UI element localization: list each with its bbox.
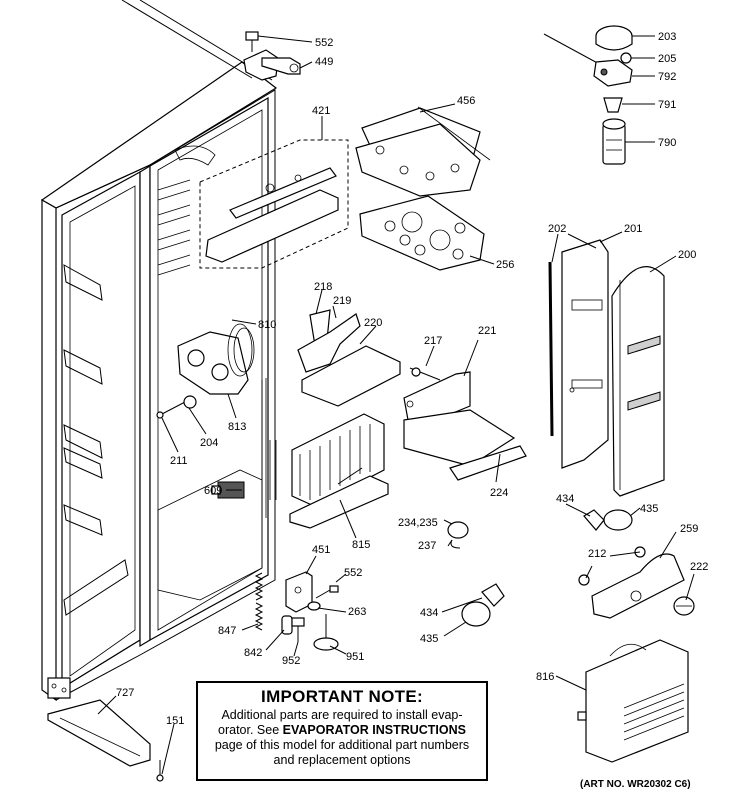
label-202: 202 bbox=[548, 223, 566, 235]
label-456: 456 bbox=[457, 95, 475, 107]
label-451: 451 bbox=[312, 544, 330, 556]
note-line-2-bold: EVAPORATOR INSTRUCTIONS bbox=[282, 723, 466, 737]
label-790: 790 bbox=[658, 137, 676, 149]
ice-bucket-part bbox=[403, 371, 527, 481]
label-816: 816 bbox=[536, 671, 554, 683]
evaporator-cover-part bbox=[577, 639, 689, 763]
refrigerator-cabinet bbox=[40, 0, 279, 702]
label-256: 256 bbox=[496, 259, 514, 271]
label-609: 609 bbox=[204, 485, 222, 497]
label-842: 842 bbox=[244, 647, 262, 659]
hinge-bracket-part bbox=[261, 57, 301, 75]
label-727: 727 bbox=[116, 687, 134, 699]
upper-light-socket bbox=[583, 509, 605, 531]
label-151: 151 bbox=[166, 715, 184, 727]
back-wall-ribs bbox=[157, 145, 216, 276]
lower-light-bulb bbox=[461, 601, 491, 627]
label-220: 220 bbox=[364, 317, 382, 329]
label-219: 219 bbox=[333, 295, 351, 307]
light-socket-clip bbox=[447, 521, 469, 549]
label-204: 204 bbox=[200, 437, 218, 449]
label-201: 201 bbox=[624, 223, 642, 235]
light-switch-assembly bbox=[199, 139, 349, 269]
note-line-1: Additional parts are required to install… bbox=[221, 708, 463, 722]
evaporator-part bbox=[269, 413, 389, 529]
label-435-upper: 435 bbox=[640, 503, 658, 515]
note-title: IMPORTANT NOTE: bbox=[261, 687, 423, 706]
label-552-lower: 552 bbox=[344, 567, 362, 579]
label-217: 217 bbox=[424, 335, 442, 347]
roller-part bbox=[307, 601, 321, 611]
label-813: 813 bbox=[228, 421, 246, 433]
grommet-part bbox=[183, 395, 197, 409]
label-259: 259 bbox=[680, 523, 698, 535]
upper-light-bulb bbox=[603, 509, 633, 531]
label-815: 815 bbox=[352, 539, 370, 551]
control-knob-assembly bbox=[543, 25, 633, 165]
lower-light-socket bbox=[481, 583, 505, 607]
important-note-box: IMPORTANT NOTE: Additional parts are req… bbox=[196, 681, 488, 781]
hinge-screw-part bbox=[245, 31, 259, 52]
leader-lines bbox=[97, 35, 695, 775]
label-218: 218 bbox=[314, 281, 332, 293]
label-434-lower: 434 bbox=[420, 607, 438, 619]
roller-screw-part bbox=[291, 617, 305, 642]
kick-plate-screw bbox=[156, 760, 164, 782]
leveling-leg-part bbox=[313, 614, 339, 651]
label-234-235: 234,235 bbox=[398, 517, 438, 529]
label-552: 552 bbox=[315, 37, 333, 49]
art-number: (ART NO. WR20302 C6) bbox=[580, 779, 691, 790]
light-cover-assembly bbox=[355, 106, 491, 197]
label-211: 211 bbox=[170, 455, 188, 467]
label-792: 792 bbox=[658, 71, 676, 83]
spring-part bbox=[254, 572, 264, 631]
label-221: 221 bbox=[478, 325, 496, 337]
label-237: 237 bbox=[418, 540, 436, 552]
note-line-2a: orator. See bbox=[218, 723, 283, 737]
shelf-ledges bbox=[63, 264, 129, 616]
label-212: 212 bbox=[588, 548, 606, 560]
light-housing-part bbox=[591, 553, 685, 619]
light-lens-part bbox=[673, 596, 695, 616]
shelf-grill-part bbox=[359, 195, 485, 271]
dispenser-cover-part bbox=[561, 239, 609, 469]
note-line-4: and replacement options bbox=[273, 753, 411, 767]
label-951: 951 bbox=[346, 651, 364, 663]
label-224: 224 bbox=[490, 487, 508, 499]
ice-bucket-bracket bbox=[297, 309, 401, 407]
label-263: 263 bbox=[348, 606, 366, 618]
label-847: 847 bbox=[218, 625, 236, 637]
label-434-upper: 434 bbox=[556, 493, 574, 505]
label-200: 200 bbox=[678, 249, 696, 261]
label-222: 222 bbox=[690, 561, 708, 573]
part-number-labels: 552 449 421 456 256 203 205 792 791 790 … bbox=[116, 31, 708, 727]
fan-assembly bbox=[177, 323, 255, 395]
label-449: 449 bbox=[315, 56, 333, 68]
auger-screw-part bbox=[409, 367, 441, 381]
kick-plate-part bbox=[47, 699, 151, 767]
label-791: 791 bbox=[658, 99, 676, 111]
screw-part bbox=[156, 401, 186, 419]
label-810: 810 bbox=[258, 319, 276, 331]
label-435-lower: 435 bbox=[420, 633, 438, 645]
label-205: 205 bbox=[658, 53, 676, 65]
label-203: 203 bbox=[658, 31, 676, 43]
note-body: Additional parts are required to install… bbox=[198, 708, 486, 768]
dispenser-gasket-part bbox=[548, 261, 554, 437]
label-952: 952 bbox=[282, 655, 300, 667]
dispenser-front-panel bbox=[611, 266, 665, 497]
note-line-3: page of this model for additional part n… bbox=[214, 738, 470, 752]
label-421: 421 bbox=[312, 105, 330, 117]
screw-lower-part bbox=[315, 585, 339, 599]
